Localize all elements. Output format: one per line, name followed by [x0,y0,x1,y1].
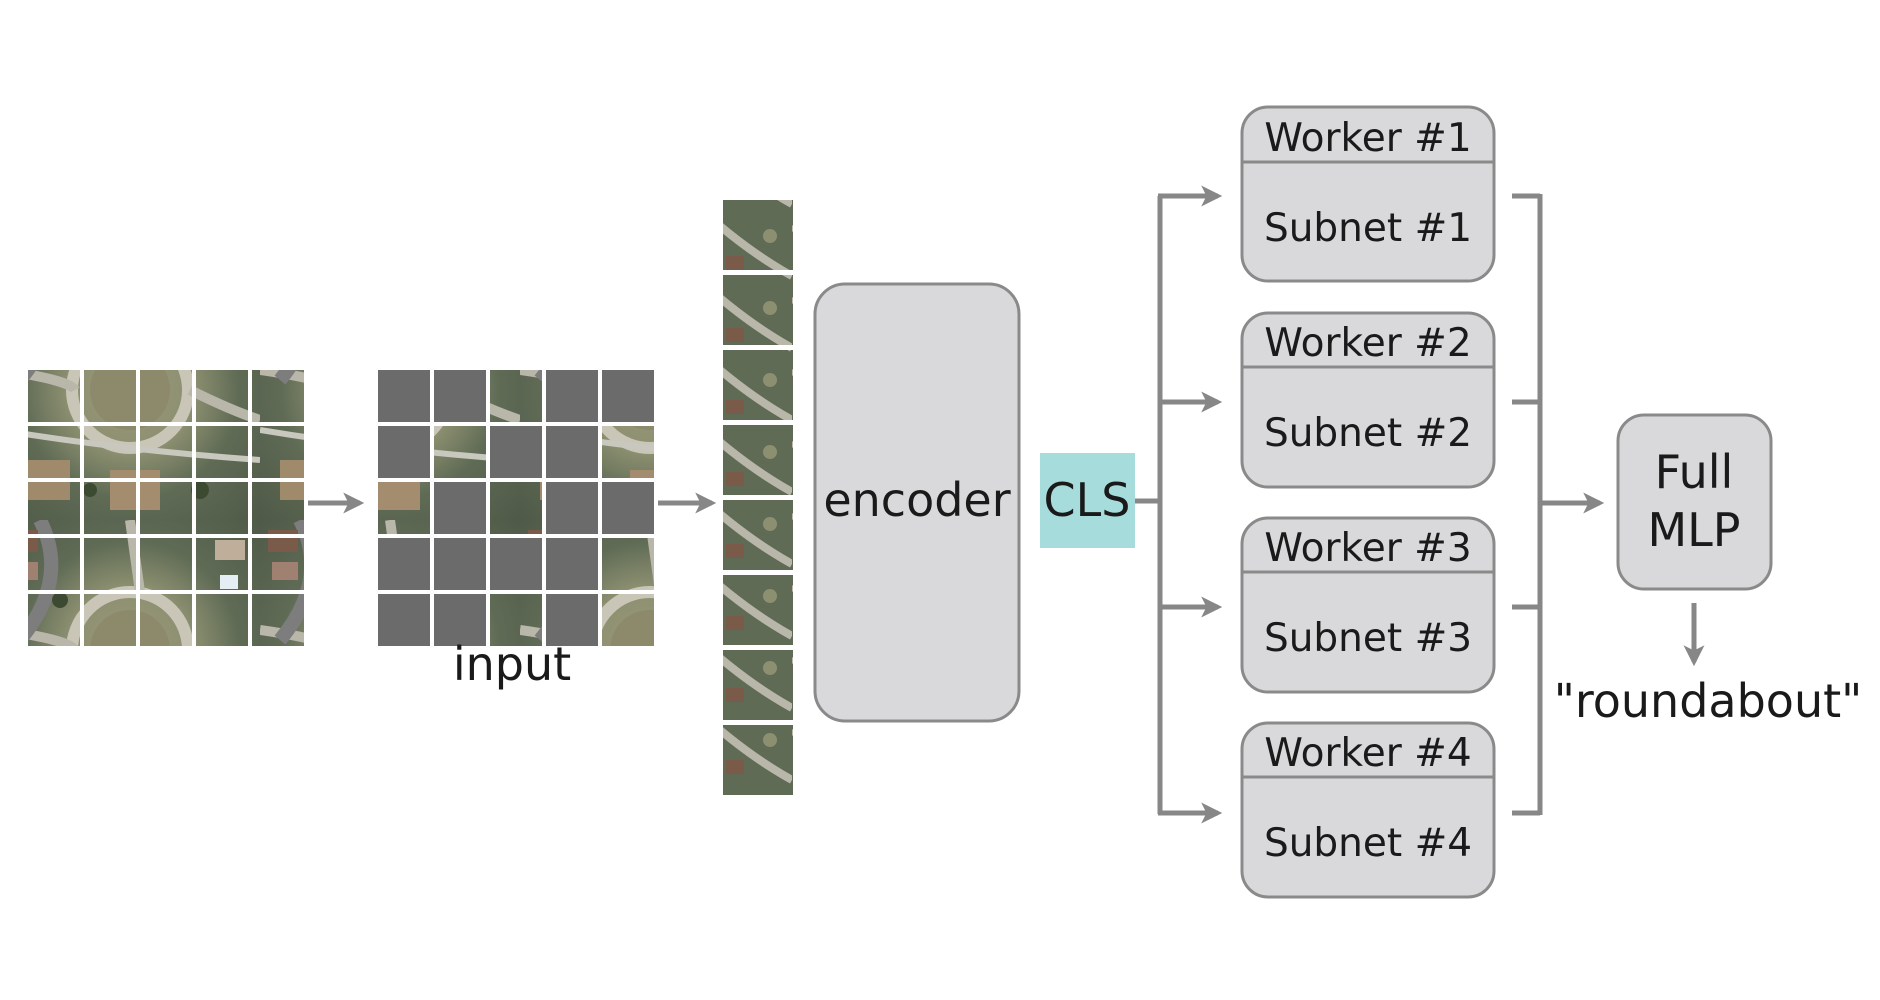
image-patch [140,426,192,478]
masked-patch [546,482,598,534]
subnet-2-label: Subnet #2 [1264,411,1472,456]
image-patch [252,538,304,590]
fan-out-connectors [1135,185,1223,824]
encoder-label: encoder [823,473,1010,527]
masked-patch [434,482,486,534]
image-patch [140,482,192,534]
visible-token [723,350,793,420]
worker-2-block: Worker #2 Subnet #2 [1240,311,1496,489]
full-mlp-block: Full MLP [1616,413,1773,591]
image-patch [84,538,136,590]
image-patch [252,426,304,478]
image-patch [84,482,136,534]
visible-token-sequence [723,200,793,795]
input-label: input [453,637,571,691]
visible-token [723,200,793,270]
image-patch [196,370,248,422]
masked-patch [434,538,486,590]
image-patch [28,370,80,422]
masked-patch [602,482,654,534]
full-mlp-line-1: Full [1655,445,1734,499]
visible-token [723,425,793,495]
worker-4-title: Worker #4 [1264,731,1471,776]
original-image-patches [28,370,304,646]
image-patch [84,426,136,478]
masked-patch [378,594,430,646]
image-patch [602,538,654,590]
masked-patch [546,370,598,422]
worker-1-block: Worker #1 Subnet #1 [1240,105,1496,283]
masked-patch [546,426,598,478]
visible-token [723,500,793,570]
masked-patch [546,538,598,590]
subnet-3-label: Subnet #3 [1264,616,1472,661]
image-patch [490,482,542,534]
image-patch [28,594,80,646]
image-patch [252,594,304,646]
masked-patch [490,426,542,478]
image-patch [434,426,486,478]
image-patch [28,426,80,478]
masked-patch [378,426,430,478]
image-patch [140,370,192,422]
image-patch [28,538,80,590]
image-patch [490,594,542,646]
visible-token [723,650,793,720]
subnet-4-label: Subnet #4 [1264,821,1472,866]
encoder-block: encoder [813,282,1021,723]
full-mlp-line-2: MLP [1647,503,1740,557]
masked-patch [378,370,430,422]
visible-token [723,275,793,345]
cls-label: CLS [1044,473,1131,527]
image-patch [378,482,430,534]
image-patch [196,594,248,646]
image-patch [140,538,192,590]
image-patch [84,370,136,422]
subnet-1-label: Subnet #1 [1264,206,1472,251]
image-patch [196,538,248,590]
masked-patch [434,370,486,422]
image-patch [196,426,248,478]
masked-patch [546,594,598,646]
worker-3-title: Worker #3 [1264,526,1471,571]
image-patch [602,426,654,478]
output-label: "roundabout" [1554,674,1863,728]
image-patch [140,594,192,646]
image-patch [28,482,80,534]
worker-4-block: Worker #4 Subnet #4 [1240,721,1496,899]
masked-patch [602,370,654,422]
image-patch [84,594,136,646]
masked-patch [490,538,542,590]
cls-token: CLS [1040,453,1135,548]
masked-input-patches [378,370,654,646]
fan-in-connectors [1512,193,1605,816]
image-patch [490,370,542,422]
image-patch [196,482,248,534]
worker-1-title: Worker #1 [1264,116,1471,161]
masked-patch [434,594,486,646]
worker-2-title: Worker #2 [1264,321,1471,366]
visible-token [723,725,793,795]
visible-token [723,575,793,645]
image-patch [252,482,304,534]
image-patch [252,370,304,422]
image-patch [602,594,654,646]
worker-3-block: Worker #3 Subnet #3 [1240,516,1496,694]
masked-patch [378,538,430,590]
